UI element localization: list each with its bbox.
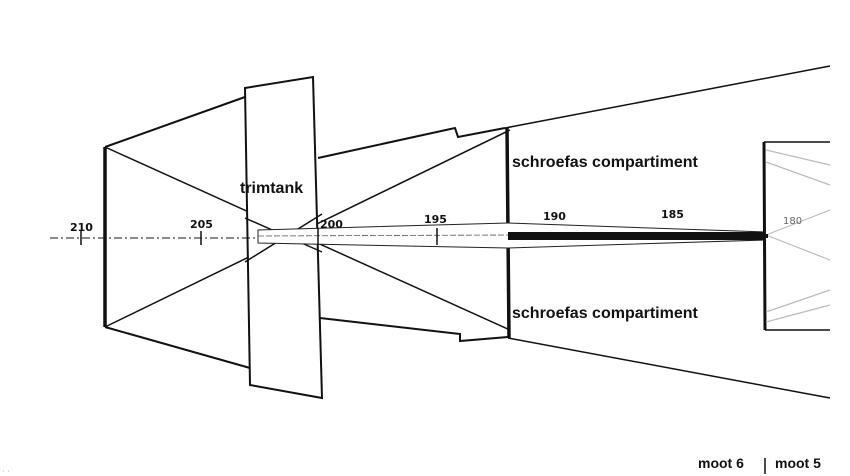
frame-label-185: 185 [661, 208, 684, 221]
frame-label-210: 210 [70, 221, 93, 234]
frame-label-205: 205 [190, 218, 213, 231]
moot-5-label: moot 5 [775, 455, 821, 471]
moot-6-label: moot 6 [698, 455, 744, 471]
trimtank-label: trimtank [240, 180, 303, 197]
forward-hull-lines [504, 65, 831, 399]
right-faint-lines [765, 149, 831, 323]
propeller-shaft [257, 222, 768, 249]
corner-mark: · · [2, 467, 10, 476]
schroefas-compartiment-top-label: schroefas compartiment [512, 154, 699, 171]
schroefas-compartiment-bottom-label: schroefas compartiment [512, 305, 699, 322]
frame-label-195: 195 [424, 213, 447, 226]
frame-label-180: 180 [783, 216, 802, 227]
frame-ticks [80, 228, 438, 245]
frame-label-200: 200 [320, 218, 343, 231]
aft-body-outline [103, 96, 251, 369]
frame-label-190: 190 [543, 210, 566, 223]
